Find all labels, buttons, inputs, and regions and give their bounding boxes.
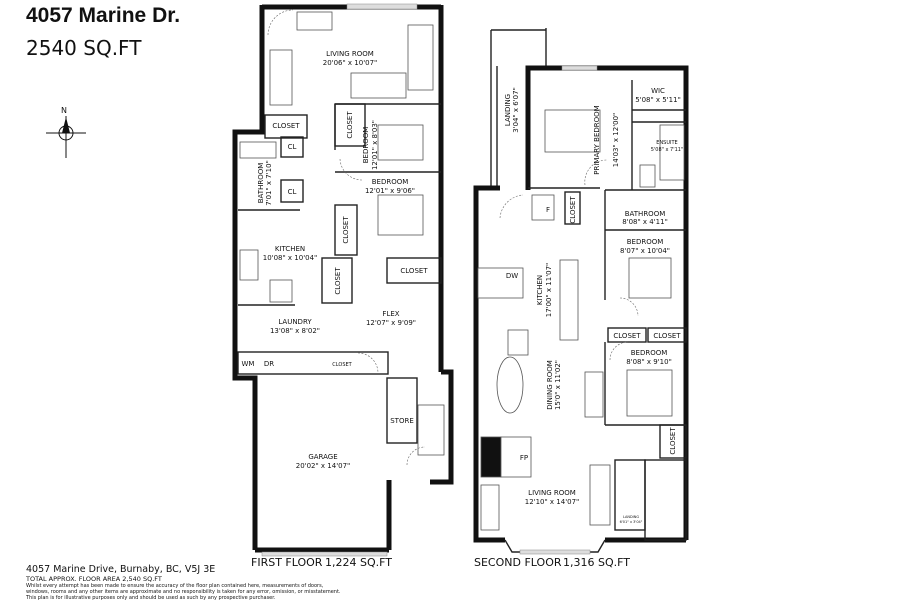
- north-arrow-icon: N: [46, 106, 86, 158]
- room-label: LAUNDRY: [278, 318, 312, 326]
- room-label: KITCHEN: [275, 245, 305, 253]
- room-label: BEDROOM: [627, 238, 664, 246]
- room-label: ENSUITE: [656, 140, 677, 146]
- second-floor-plan: LANDING 3'04" x 6'07" PRIMARY BEDROOM 14…: [473, 28, 689, 569]
- disclaimer-line: Whilst every attempt has been made to en…: [26, 583, 324, 589]
- dishwasher: [477, 267, 524, 299]
- room-label: 14'03" x 12'00": [612, 113, 620, 168]
- footer: 4057 Marine Drive, Burnaby, BC, V5J 3E T…: [26, 564, 341, 601]
- room-label: 13'08" x 8'02": [270, 327, 320, 335]
- room-label: CL: [288, 188, 297, 196]
- second-floor-caption: SECOND FLOOR: [474, 556, 562, 569]
- room-label: CLOSET: [569, 196, 577, 224]
- garage-door: [261, 551, 388, 557]
- room-label: 12'10" x 14'07": [525, 498, 580, 506]
- room-label: CLOSET: [342, 216, 350, 244]
- room-label: STORE: [390, 417, 414, 425]
- total-floor-area: TOTAL APPROX. FLOOR AREA 2,540 SQ.FT: [26, 575, 162, 583]
- room-label: 8'08" x 4'11": [622, 218, 668, 226]
- room-label: 12'01" x 8'03": [371, 120, 379, 170]
- room-label: DW: [506, 272, 518, 280]
- total-area: 2540 SQ.FT: [26, 36, 142, 60]
- room-label: CLOSET: [400, 267, 428, 275]
- room-label: BATHROOM: [257, 163, 265, 204]
- first-floor-caption: FIRST FLOOR: [251, 556, 323, 569]
- first-floor-area: 1,224 SQ.FT: [325, 556, 392, 569]
- room-label: PRIMARY BEDROOM: [593, 105, 601, 174]
- room-label: 6'01" x 3'04": [620, 520, 643, 524]
- second-floor-area: 1,316 SQ.FT: [563, 556, 630, 569]
- room-label: WM: [242, 360, 255, 368]
- room-label: WIC: [651, 87, 665, 95]
- room-label: BEDROOM: [362, 127, 370, 164]
- room-label: FLEX: [382, 310, 399, 318]
- room-label: 10'08" x 10'04": [263, 254, 318, 262]
- first-floor-plan: LIVING ROOM 20'06" x 10'07" BEDROOM 12'0…: [232, 3, 454, 569]
- room-label: LIVING ROOM: [326, 50, 374, 58]
- room-label: CLOSET: [334, 267, 342, 295]
- room-label: 8'08" x 9'10": [626, 358, 672, 366]
- disclaimer-line: This plan is for illustrative purposes o…: [26, 595, 276, 601]
- room-label: 20'02" x 14'07": [296, 462, 351, 470]
- room-label: BEDROOM: [372, 178, 409, 186]
- room-label: KITCHEN: [536, 275, 544, 305]
- room-label: CLOSET: [613, 332, 641, 340]
- room-label: 5'08" x 7'11": [651, 147, 684, 153]
- room-label: 3'04" x 6'07": [512, 87, 520, 133]
- room-label: 12'07" x 9'09": [366, 319, 416, 327]
- room-label: GARAGE: [308, 453, 337, 461]
- room-label: 15'0" x 11'02": [554, 360, 562, 410]
- room-label: BEDROOM: [631, 349, 668, 357]
- room-label: 17'00" x 11'07": [545, 263, 553, 318]
- room-label: CLOSET: [669, 427, 677, 455]
- room-label: 12'01" x 9'06": [365, 187, 415, 195]
- room-label: CLOSET: [346, 111, 354, 139]
- room-label: N: [61, 106, 67, 115]
- room-label: FP: [520, 454, 528, 462]
- room-label: 5'08" x 5'11": [635, 96, 681, 104]
- room-label: CL: [288, 143, 297, 151]
- address: 4057 Marine Drive, Burnaby, BC, V5J 3E: [26, 564, 216, 575]
- room-label: 8'07" x 10'04": [620, 247, 670, 255]
- room-label: DR: [264, 360, 274, 368]
- room-label: DINING ROOM: [546, 360, 554, 410]
- page-title: 4057 Marine Dr.: [26, 4, 181, 27]
- room-label: LANDING: [504, 94, 512, 126]
- room-label: LIVING ROOM: [528, 489, 576, 497]
- room-label: CLOSET: [653, 332, 681, 340]
- room-label: 20'06" x 10'07": [323, 59, 378, 67]
- room-label: CLOSET: [272, 122, 300, 130]
- room-label: BATHROOM: [625, 210, 666, 218]
- room-label: 7'01" x 7'10": [265, 160, 273, 206]
- room-label: CLOSET: [332, 362, 352, 368]
- room-label: LANDING: [623, 515, 639, 519]
- disclaimer-line: windows, rooms and any other items are a…: [26, 589, 341, 595]
- room-label: F: [546, 206, 550, 214]
